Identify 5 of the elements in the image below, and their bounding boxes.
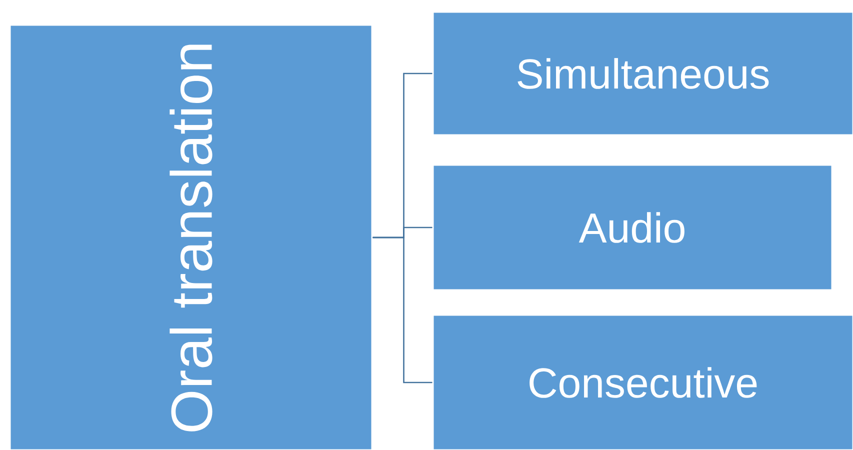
category-box: Simultaneous [432, 11, 853, 136]
category-box: Oral translation [9, 24, 373, 450]
category-box: Consecutive [432, 314, 853, 450]
connector-line [372, 236, 432, 384]
category-box: Audio [432, 164, 833, 291]
